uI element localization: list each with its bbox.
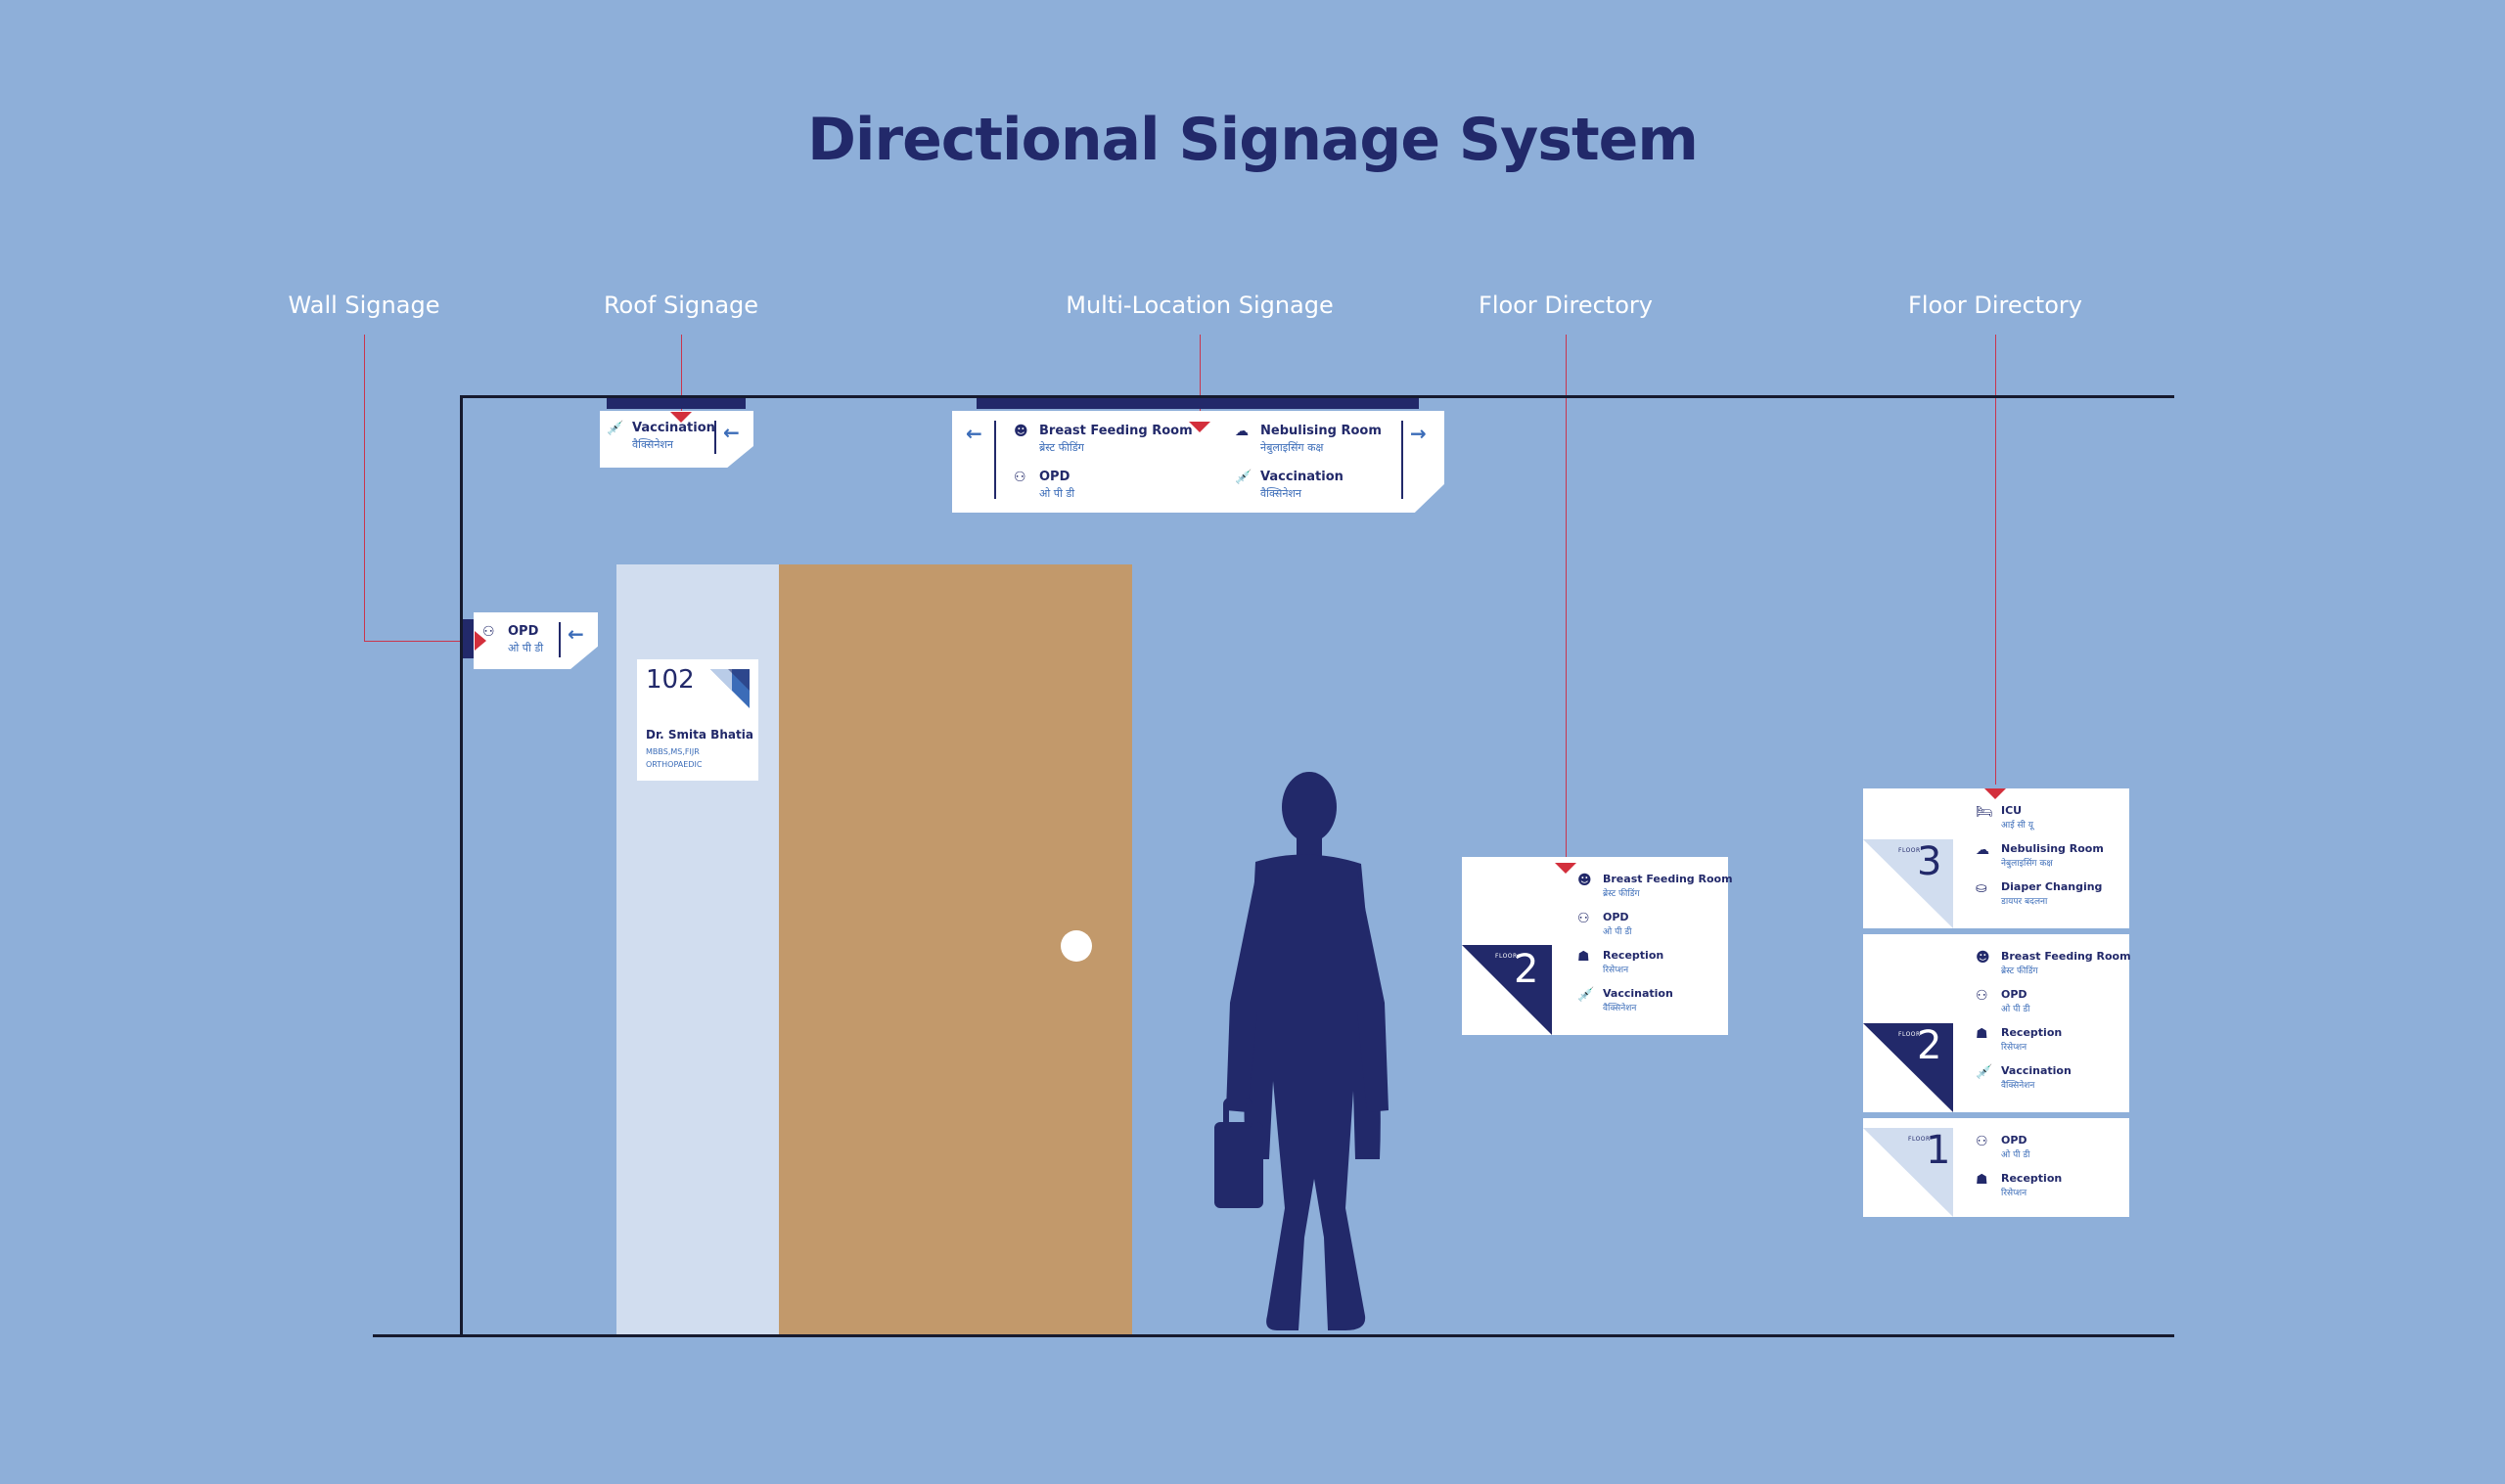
arrow-left-icon: ← bbox=[966, 422, 982, 445]
wall-sign-divider bbox=[559, 622, 561, 657]
people-icon: ⚇ bbox=[1014, 470, 1026, 485]
people-icon: ⚇ bbox=[1976, 988, 1988, 1004]
nebulizer-icon: ☁ bbox=[1235, 424, 1249, 439]
floor-tag: FLOOR bbox=[1898, 1031, 1921, 1038]
reception-icon: ☗ bbox=[1577, 949, 1590, 965]
syringe-icon: 💉 bbox=[1235, 470, 1252, 485]
leader-multi bbox=[1200, 335, 1201, 423]
roof-sign-label: Vaccination bbox=[632, 421, 715, 435]
leader-roof bbox=[681, 335, 682, 413]
reception-icon: ☗ bbox=[1976, 1172, 1988, 1188]
arrow-left-icon: ← bbox=[723, 421, 740, 444]
syringe-icon: 💉 bbox=[1976, 1064, 1993, 1080]
mother-baby-icon: ☻ bbox=[1577, 873, 1592, 888]
wall-sign-label-hindi: ओ पी डी bbox=[508, 642, 544, 654]
plate-corner-icon bbox=[710, 669, 750, 708]
label-multi-location-signage: Multi-Location Signage bbox=[1066, 292, 1334, 319]
bed-icon: 🛏 bbox=[1976, 804, 1993, 820]
floor-tag: FLOOR bbox=[1908, 1136, 1931, 1143]
mother-baby-icon: ☻ bbox=[1014, 424, 1028, 439]
people-icon: ⚇ bbox=[1976, 1134, 1988, 1149]
multi-sign-bracket bbox=[977, 398, 1419, 409]
pointer-marker bbox=[1984, 788, 2006, 799]
pointer-marker bbox=[1555, 863, 1576, 874]
person-silhouette bbox=[1214, 772, 1389, 1330]
syringe-icon: 💉 bbox=[607, 421, 624, 436]
leader-wall-horizontal bbox=[364, 641, 474, 642]
mother-baby-icon: ☻ bbox=[1976, 950, 1990, 966]
doctor-name: Dr. Smita Bhatia bbox=[646, 728, 753, 742]
wall-sign-mount bbox=[463, 619, 474, 658]
people-icon: ⚇ bbox=[1577, 911, 1590, 926]
roof-sign-bracket bbox=[607, 398, 746, 409]
wall-line bbox=[460, 395, 463, 1334]
label-floor-directory-2: Floor Directory bbox=[1908, 292, 2082, 319]
roof-sign-label-hindi: वैक्सिनेशन bbox=[632, 438, 674, 451]
floor-line bbox=[373, 1334, 2174, 1337]
page-title: Directional Signage System bbox=[807, 106, 1699, 174]
floor-number: 1 bbox=[1926, 1128, 1951, 1173]
label-wall-signage: Wall Signage bbox=[288, 292, 440, 319]
nebulizer-icon: ☁ bbox=[1976, 842, 1989, 858]
floor-tag: FLOOR bbox=[1898, 847, 1921, 854]
floor-number: 2 bbox=[1917, 1023, 1942, 1068]
pointer-marker bbox=[1189, 422, 1210, 432]
doctor-qualification: MBBS,MS,FIJR bbox=[646, 747, 700, 756]
label-floor-directory-1: Floor Directory bbox=[1479, 292, 1653, 319]
floor-number: 3 bbox=[1917, 839, 1942, 884]
arrow-left-icon: ← bbox=[568, 622, 584, 646]
reception-icon: ☗ bbox=[1976, 1026, 1988, 1042]
leader-wall-vertical bbox=[364, 335, 365, 641]
multi-sign-divider-left bbox=[994, 421, 996, 499]
floor-directory-single: FLOOR 2 ☻ Breast Feeding Room ब्रेस्ट फी… bbox=[1462, 857, 1733, 1035]
label-roof-signage: Roof Signage bbox=[603, 292, 759, 319]
wall-sign: ⚇ OPD ओ पी डी ← bbox=[474, 612, 598, 669]
multi-sign-divider-right bbox=[1401, 421, 1403, 499]
door-plate: 102 Dr. Smita Bhatia MBBS,MS,FIJR ORTHOP… bbox=[637, 659, 758, 781]
floor-indicator-shape bbox=[1863, 1128, 1953, 1217]
floor-indicator-shape bbox=[1863, 1023, 1953, 1112]
roof-sign-divider bbox=[714, 421, 716, 454]
pointer-marker bbox=[670, 412, 692, 423]
floor-directory-floor-2: FLOOR 2 ☻ Breast Feeding Room ब्रेस्ट फी… bbox=[1863, 934, 2131, 1112]
floor-number: 2 bbox=[1514, 947, 1539, 992]
leader-floor-2 bbox=[1995, 335, 1996, 785]
floor-indicator-shape bbox=[1863, 839, 1953, 928]
diaper-icon: ⛀ bbox=[1976, 880, 1987, 896]
floor-tag: FLOOR bbox=[1495, 953, 1518, 960]
door-knob[interactable] bbox=[1061, 930, 1092, 962]
floor-directory-floor-3: FLOOR 3 🛏 ICU आई सी यू ☁ Nebulising Room… bbox=[1863, 788, 2129, 928]
room-number: 102 bbox=[646, 665, 695, 695]
floor-indicator-shape bbox=[1462, 945, 1552, 1035]
wall-sign-label: OPD bbox=[508, 624, 539, 639]
floor-directory-floor-1: FLOOR 1 ⚇ OPD ओ पी डी ☗ Reception रिसेप्… bbox=[1863, 1118, 2129, 1217]
syringe-icon: 💉 bbox=[1577, 987, 1595, 1003]
arrow-right-icon: → bbox=[1410, 422, 1427, 445]
ceiling-line bbox=[460, 395, 2174, 398]
leader-floor-1 bbox=[1566, 335, 1567, 863]
pointer-marker bbox=[475, 631, 486, 651]
doctor-specialty: ORTHOPAEDIC bbox=[646, 760, 703, 769]
